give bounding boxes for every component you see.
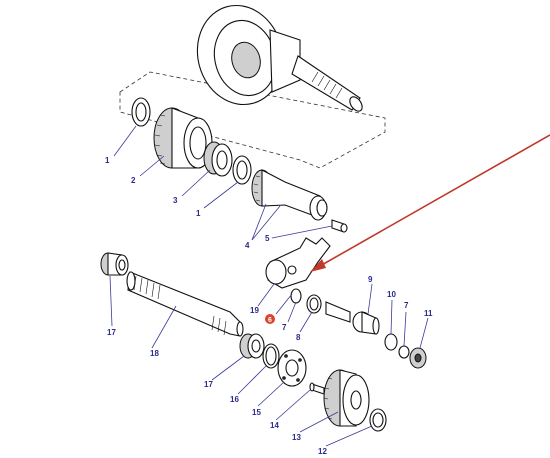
pointer-arrow xyxy=(310,134,550,272)
highlight-badge xyxy=(265,314,275,324)
pinion-shaft xyxy=(251,169,328,221)
cover-plate xyxy=(277,349,307,387)
nut xyxy=(409,347,427,369)
callout-6: 6 xyxy=(268,317,272,324)
callout-5: 5 xyxy=(265,234,270,243)
thrust-ring xyxy=(369,408,387,432)
callout-1b: 1 xyxy=(196,209,201,218)
retaining-ring xyxy=(262,343,280,369)
callout-18: 18 xyxy=(150,349,159,358)
callout-7b: 7 xyxy=(404,301,409,310)
thrust-washer xyxy=(131,97,151,127)
roller-bearing xyxy=(203,141,233,177)
ring-gear xyxy=(153,107,213,169)
spur-gear xyxy=(323,369,370,427)
shift-rail xyxy=(325,301,380,335)
callout-3: 3 xyxy=(173,196,178,205)
leader-lines xyxy=(109,125,429,447)
subassembly-frame xyxy=(119,71,386,169)
flange-hub xyxy=(196,4,363,112)
callout-labels: 1 2 3 1 4 5 19 6 7 8 9 10 7 11 17 18 17 … xyxy=(105,156,433,456)
callout-9: 9 xyxy=(368,275,373,284)
bolt xyxy=(309,382,325,395)
callout-11: 11 xyxy=(424,309,433,318)
callout-8: 8 xyxy=(296,333,301,342)
callout-15: 15 xyxy=(252,408,261,417)
o-ring-3 xyxy=(398,345,410,359)
callout-19: 19 xyxy=(250,306,259,315)
callout-17a: 17 xyxy=(107,328,116,337)
callout-1a: 1 xyxy=(105,156,110,165)
o-ring xyxy=(290,288,302,304)
bush xyxy=(331,219,348,233)
output-shaft xyxy=(126,271,244,337)
callout-13: 13 xyxy=(292,433,301,442)
callout-4: 4 xyxy=(245,241,250,250)
callout-2: 2 xyxy=(131,176,136,185)
o-ring-2 xyxy=(306,294,322,314)
callout-16: 16 xyxy=(230,395,239,404)
bearing-left xyxy=(100,252,129,276)
callout-7a: 7 xyxy=(282,323,287,332)
snap-ring xyxy=(384,333,398,351)
shift-fork xyxy=(265,237,331,289)
thrust-washer-2 xyxy=(232,155,252,185)
callout-10: 10 xyxy=(387,290,396,299)
callout-12: 12 xyxy=(318,447,327,456)
callout-17b: 17 xyxy=(204,380,213,389)
callout-14: 14 xyxy=(270,421,279,430)
bearing-right xyxy=(239,333,265,359)
